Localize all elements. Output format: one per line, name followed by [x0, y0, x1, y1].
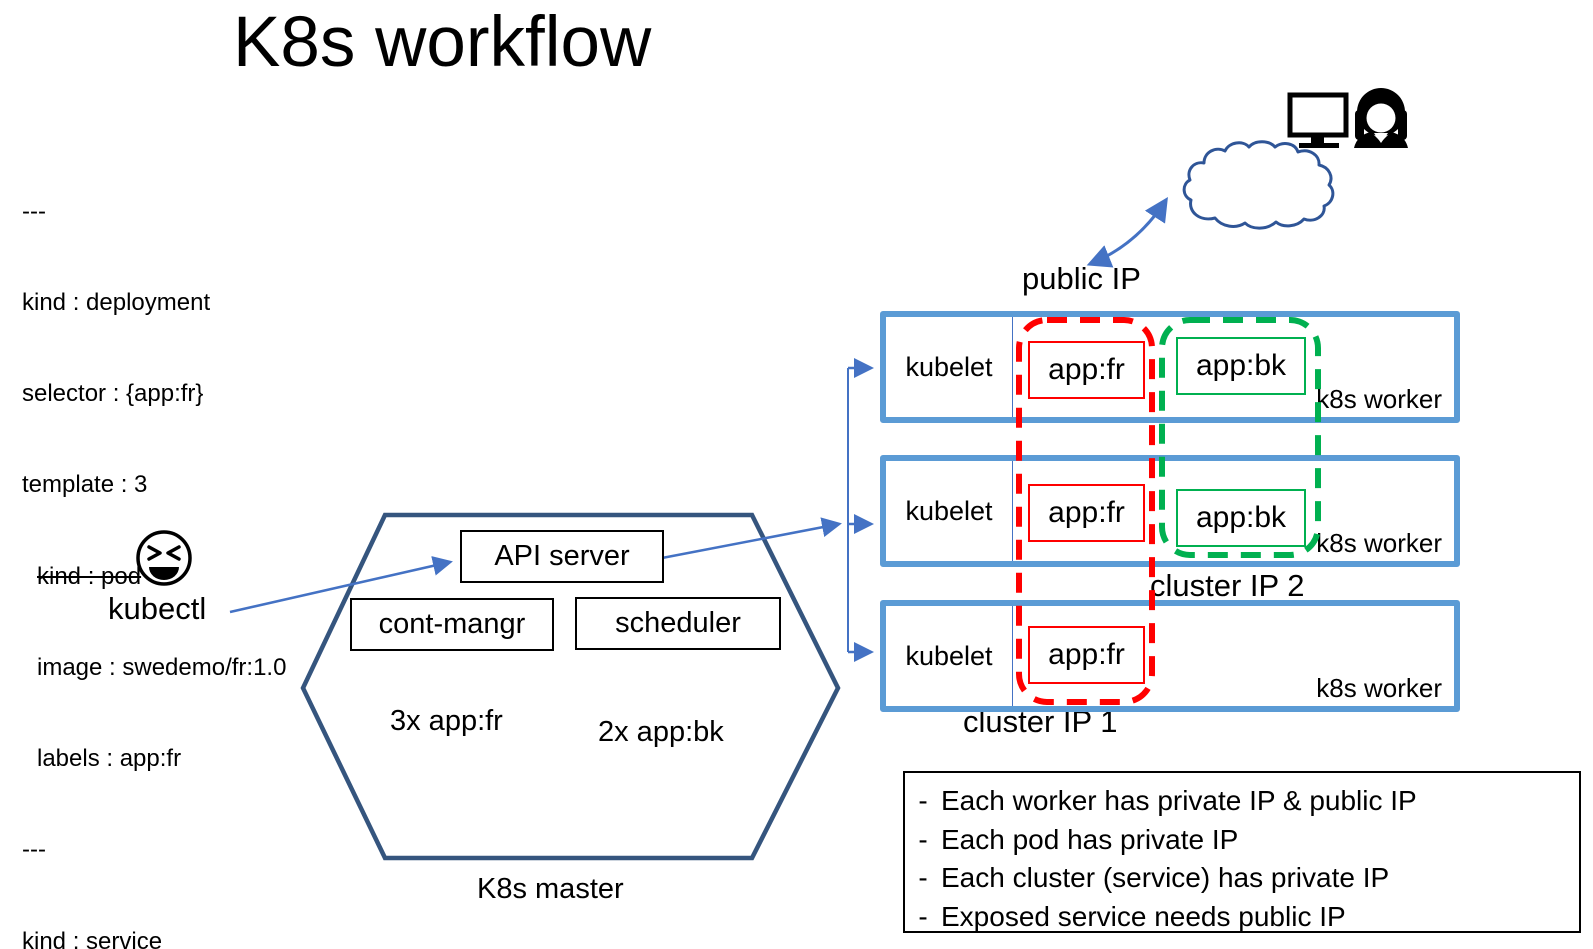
manifest-line: kind : service — [22, 927, 163, 949]
manifest-line: --- — [22, 836, 46, 864]
note-text: Exposed service needs public IP — [941, 900, 1346, 932]
controller-manager-box: cont-mangr — [350, 598, 554, 651]
note-text: Each pod has private IP — [941, 823, 1239, 855]
kubelet-divider — [1012, 606, 1013, 706]
manifest-line: image : swedemo/fr:1.0 — [37, 653, 287, 681]
worker-label: k8s worker — [1316, 384, 1442, 414]
public-ip-label: public IP — [1022, 261, 1141, 296]
note-item: - Each worker has private IP & public IP — [905, 782, 1579, 821]
k8s-worker-node-3: kubelet app:fr k8s worker — [880, 600, 1460, 712]
pod-app-fr: app:fr — [1028, 341, 1145, 399]
bullet-dash: - — [918, 862, 928, 893]
replicas-fr-text: 3x app:fr — [390, 705, 503, 737]
cloud-icon — [1182, 140, 1335, 230]
manifest-line-strikethrough: kind : pod — [37, 562, 142, 590]
note-text: Each worker has private IP & public IP — [941, 785, 1417, 816]
scheduler-box: scheduler — [575, 597, 781, 650]
kubelet-divider — [1012, 461, 1013, 561]
pod-app-bk: app:bk — [1176, 489, 1306, 547]
manifest-line: --- — [22, 197, 46, 225]
worker-label: k8s worker — [1316, 528, 1442, 558]
bullet-dash: - — [918, 900, 928, 932]
pod-app-bk: app:bk — [1176, 337, 1306, 395]
manifest-line: labels : app:fr — [37, 745, 182, 773]
worker-label: k8s worker — [1316, 673, 1442, 703]
pod-app-fr: app:fr — [1028, 484, 1145, 542]
manifest-line: kind : deployment — [22, 289, 211, 317]
manifest-line: selector : {app:fr} — [22, 380, 204, 408]
k8s-master-label: K8s master — [477, 873, 624, 905]
bullet-dash: - — [918, 823, 928, 855]
kubelet-label: kubelet — [905, 351, 993, 382]
pod-app-fr: app:fr — [1028, 626, 1145, 684]
k8s-worker-node-1: kubelet app:fr app:bk k8s worker — [880, 311, 1460, 423]
monitor-icon — [1287, 92, 1349, 148]
manifest-line: template : 3 — [22, 471, 148, 499]
note-item: - Each cluster (service) has private IP — [905, 859, 1579, 898]
kubelet-divider — [1012, 317, 1013, 417]
note-item: - Exposed service needs public IP — [905, 898, 1579, 937]
bullet-dash: - — [918, 785, 928, 816]
note-text: Each cluster (service) has private IP — [941, 862, 1390, 893]
k8s-worker-node-2: kubelet app:fr app:bk k8s worker — [880, 455, 1460, 567]
page-title: K8s workflow — [233, 3, 652, 82]
api-to-branch-arrow — [661, 517, 842, 560]
notes-box: - Each worker has private IP & public IP… — [903, 771, 1581, 933]
person-icon — [1354, 88, 1408, 148]
kubectl-label: kubectl — [108, 591, 207, 626]
manifest-text-block: --- kind : deployment selector : {app:fr… — [22, 136, 286, 949]
api-server-box: API server — [460, 530, 664, 583]
publicip-cloud-arrow — [1086, 196, 1168, 268]
replicas-bk-text: 2x app:bk — [598, 716, 724, 748]
cluster-ip-2-label: cluster IP 2 — [1150, 568, 1305, 603]
note-item: - Each pod has private IP — [905, 821, 1579, 860]
kubelet-label: kubelet — [905, 495, 993, 526]
kubelet-label: kubelet — [905, 640, 993, 671]
